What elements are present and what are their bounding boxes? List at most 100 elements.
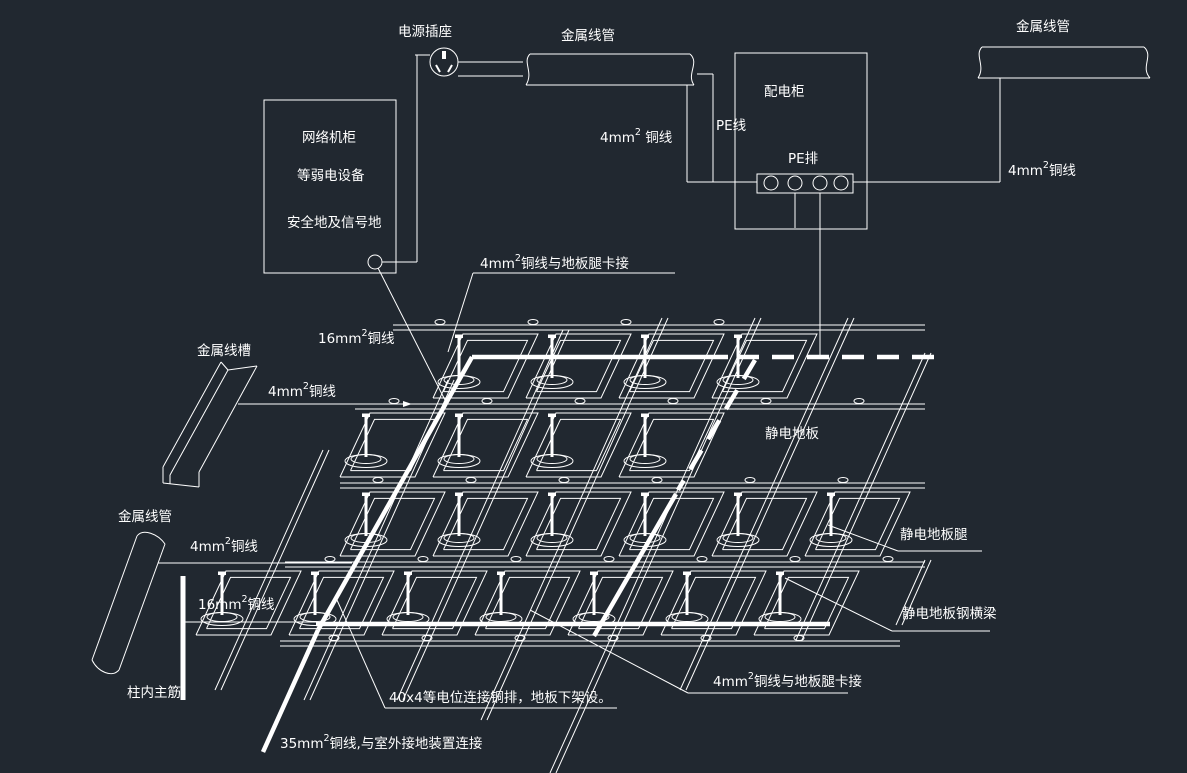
power-socket-icon: [429, 47, 459, 77]
floor-tile-outer: [711, 491, 818, 557]
floor-tile-outer: [804, 491, 911, 557]
label-leader-clamp-note-top: [447, 272, 474, 353]
distribution-cabinet-box: [734, 52, 868, 230]
pedestal-cap: [218, 571, 226, 575]
conduit-break-top: [525, 53, 531, 86]
pedestal-cap: [548, 413, 556, 417]
floor-tile-outer: [381, 570, 488, 636]
label-metal-conduit-top-label: 金属线管: [561, 28, 615, 44]
pedestal-cap: [362, 492, 370, 496]
stringer-screw-hole: [481, 398, 493, 404]
socket-ground-slot: [442, 51, 446, 59]
label-floor-leg-label: 静电地板腿: [900, 527, 968, 543]
label-leader-clamp-note-bottom: [529, 609, 689, 694]
floor-tile-outer: [525, 412, 632, 478]
floor-tile-outer: [195, 570, 302, 636]
label-copper-4mm-bottomleft-label: 4mm2铜线: [190, 536, 258, 555]
floor-diagonal-beam: [679, 317, 849, 691]
floor-tile-outer: [432, 333, 539, 399]
floor-diagonal-beam: [549, 317, 756, 773]
floor-diagonal-beam: [685, 317, 855, 691]
conduit-edge-bottom_left: [118, 543, 166, 671]
stringer-screw-hole: [760, 398, 772, 404]
label-copper-4mm-midleft-label: 4mm2铜线: [268, 381, 336, 400]
pedestal-cap: [455, 492, 463, 496]
label-network-cabinet-line2: 等弱电设备: [297, 167, 365, 184]
wire-trough-rail: [169, 369, 229, 476]
label-metal-conduit-bottomleft-label: 金属线管: [118, 509, 172, 525]
stringer-screw-hole: [882, 556, 894, 562]
pe-terminal-circle: [812, 175, 828, 191]
floor-tile-outer: [567, 570, 674, 636]
wire-trough-cap: [162, 482, 200, 488]
stringer-screw-hole: [789, 556, 801, 562]
conduit-break-top_right: [1143, 46, 1151, 79]
pe-terminal-circle: [763, 175, 779, 191]
copper-busbar: [260, 629, 321, 753]
wire-trough-cap: [227, 365, 258, 371]
pe-terminal-circle: [833, 175, 849, 191]
pedestal-stem: [550, 417, 554, 457]
pedestal-stem: [364, 496, 368, 536]
stringer-screw-hole: [696, 556, 708, 562]
floor-tile-outer: [525, 491, 632, 557]
floor-tile-outer: [753, 570, 860, 636]
pedestal-stem: [643, 496, 647, 536]
socket-slot-right: [447, 64, 453, 73]
floor-tile-outer: [432, 412, 539, 478]
pedestal-cap: [455, 334, 463, 338]
stringer-screw-hole: [620, 319, 632, 325]
pedestal-cap: [590, 571, 598, 575]
wire-arrowhead: [403, 401, 412, 407]
label-distribution-cabinet-label: 配电柜: [764, 84, 805, 100]
pe-bar-box: [756, 173, 854, 194]
pedestal-stem: [313, 575, 317, 615]
pedestal-cap: [734, 492, 742, 496]
pe-terminal-circle: [787, 175, 803, 191]
stringer-screw-hole: [713, 319, 725, 325]
pedestal-cap: [734, 334, 742, 338]
pedestal-stem: [499, 575, 503, 615]
label-power-socket-label: 电源插座: [398, 24, 452, 40]
label-network-cabinet-line1: 网络机柜: [302, 130, 356, 146]
pedestal-cap: [404, 571, 412, 575]
floor-tile-outer: [618, 412, 725, 478]
pedestal-stem: [220, 575, 224, 615]
floor-tile-outer: [339, 491, 446, 557]
label-pe-wire-label: PE线: [716, 118, 746, 134]
stringer-screw-hole: [853, 398, 865, 404]
label-clamp-note-bottom: 4mm2铜线与地板腿卡接: [713, 671, 862, 690]
wire-trough-cap: [220, 361, 229, 371]
floor-tile-outer: [660, 570, 767, 636]
stringer-screw-hole: [558, 477, 570, 483]
label-rebar-label: 柱内主筋: [127, 684, 181, 701]
floor-diagonal-beam: [396, 329, 564, 701]
conduit-edge-bottom_left: [91, 535, 138, 661]
label-copper-35mm-note: 35mm2铜线,与室外接地装置连接: [280, 733, 482, 752]
wire-trough-rail: [162, 361, 222, 468]
stringer-screw-hole: [324, 556, 336, 562]
label-copper-4mm-right-label: 4mm2铜线: [1008, 160, 1076, 179]
floor-diagonal-beam: [486, 317, 669, 721]
floor-tile-outer: [711, 333, 818, 399]
floor-diagonal-beam: [480, 317, 663, 721]
pedestal-cap: [776, 571, 784, 575]
wire-trough-rail: [198, 365, 258, 473]
pedestal-stem: [457, 338, 461, 378]
stringer-screw-hole: [372, 477, 384, 483]
pedestal-stem: [457, 496, 461, 536]
conduit-break-top: [689, 53, 695, 86]
pedestal-cap: [548, 492, 556, 496]
label-clamp-note-top: 4mm2铜线与地板腿卡接: [480, 253, 629, 272]
label-pe-bar-label: PE排: [788, 151, 818, 167]
pedestal-cap: [455, 413, 463, 417]
floor-diagonal-beam: [214, 449, 324, 691]
pedestal-stem: [736, 496, 740, 536]
floor-tile-outer: [525, 333, 632, 399]
copper-busbar: [316, 355, 474, 632]
label-leader-busbar-note: [336, 599, 386, 709]
pedestal-cap: [683, 571, 691, 575]
network-cabinet-box: [263, 99, 397, 274]
